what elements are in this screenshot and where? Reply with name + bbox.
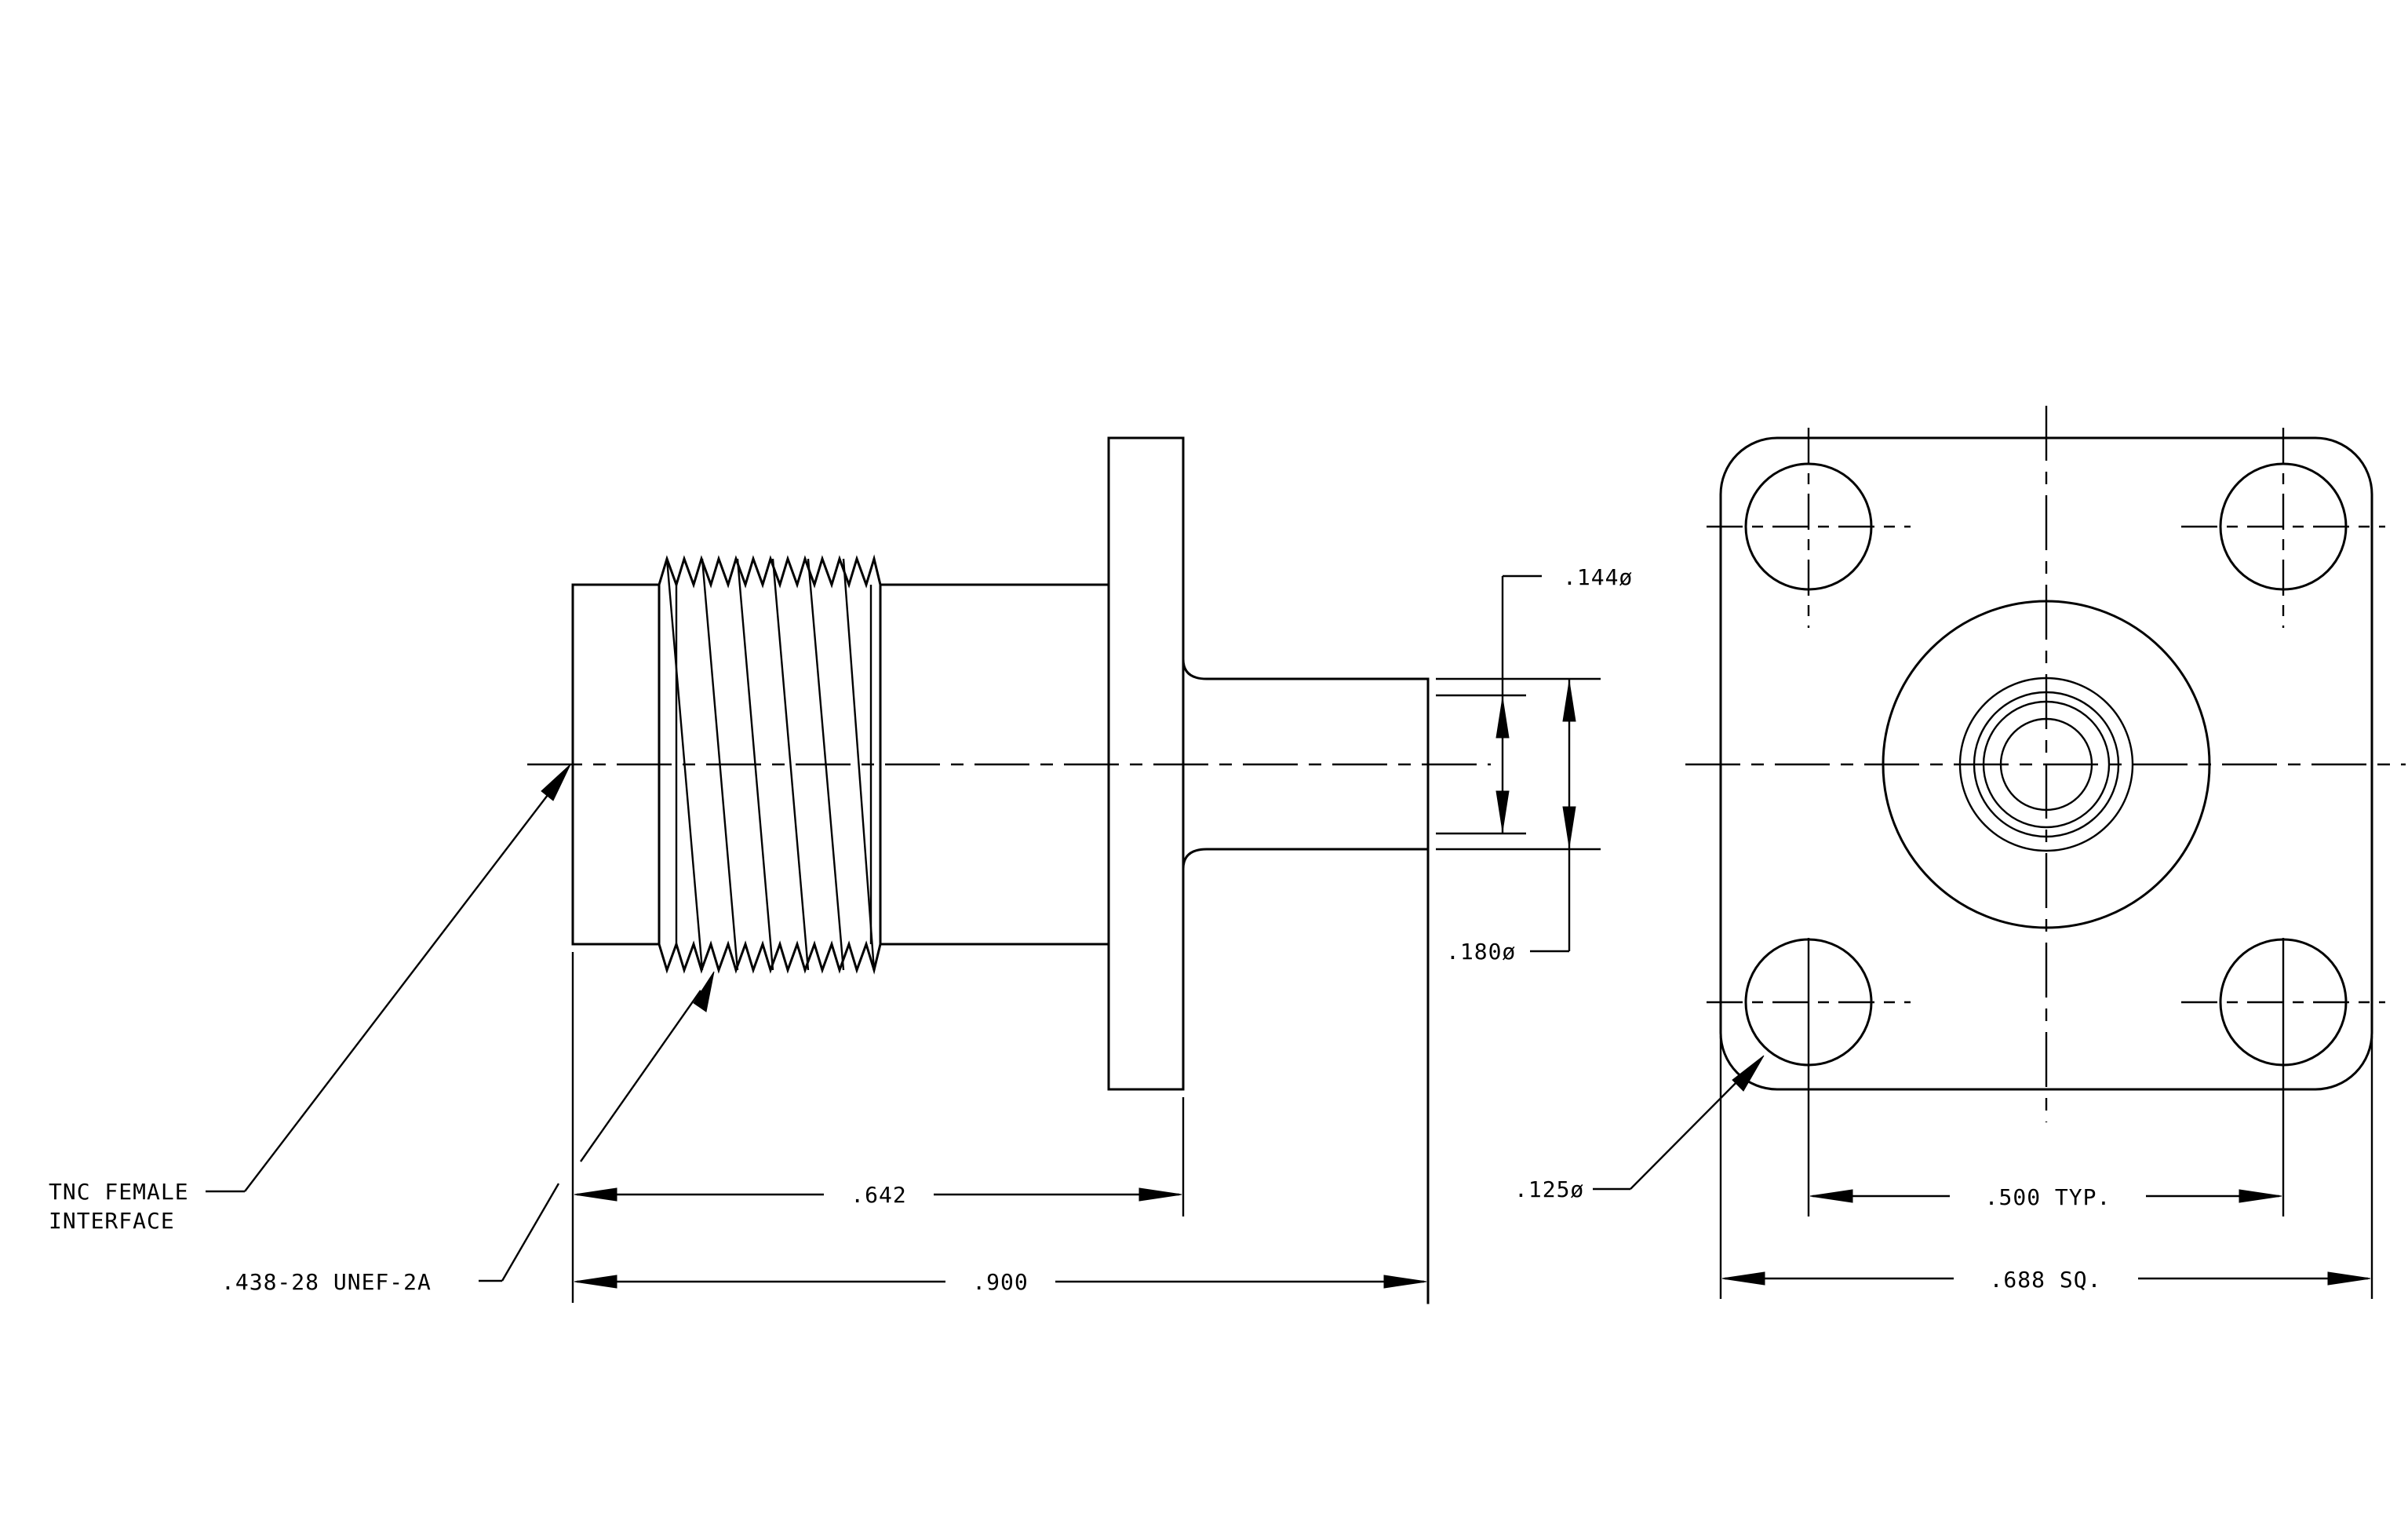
mounting-hole-bl [1707,938,1911,1216]
interface-ring-2 [1973,691,2120,838]
label-500-typ: .500 TYP. [1985,1184,2111,1210]
dimension-144-dia: .144ø [1436,564,1633,835]
dimension-500-typ: .500 TYP. [1809,1184,2282,1210]
interface-ring-inner [1999,717,2093,812]
front-view: .500 TYP. .688 SQ. .125ø [1514,406,2406,1299]
interface-ring-3 [1982,700,2111,829]
leader-125-dia: .125ø [1514,1055,1765,1202]
label-tnc-line2: INTERFACE [49,1208,175,1234]
dimension-642: .642 [574,1182,1182,1208]
dimension-688-sq: .688 SQ. [1721,1267,2371,1293]
label-642: .642 [851,1182,906,1208]
label-688-sq: .688 SQ. [1990,1267,2102,1293]
label-144-dia: .144ø [1563,564,1633,590]
mounting-hole-tl [1707,428,1911,628]
label-thread: .438-28 UNEF-2A [221,1269,432,1295]
label-180-dia: .180ø [1446,939,1516,965]
label-tnc-line1: TNC FEMALE [49,1179,189,1205]
mounting-hole-tr [2181,428,2385,628]
label-125-dia: .125ø [1514,1176,1584,1202]
body-circle [1882,600,2211,929]
dimension-900: .900 [574,1269,1427,1295]
interface-ring-outer [1958,677,2134,852]
leader-thread: .438-28 UNEF-2A [221,971,715,1295]
leader-tnc-interface: TNC FEMALE INTERFACE [49,764,571,1234]
label-900: .900 [972,1269,1028,1295]
mounting-hole-br [2181,938,2385,1216]
dimension-180-dia: .180ø [1436,677,1601,965]
side-view: .642 .900 .144ø .180ø [49,436,1633,1304]
